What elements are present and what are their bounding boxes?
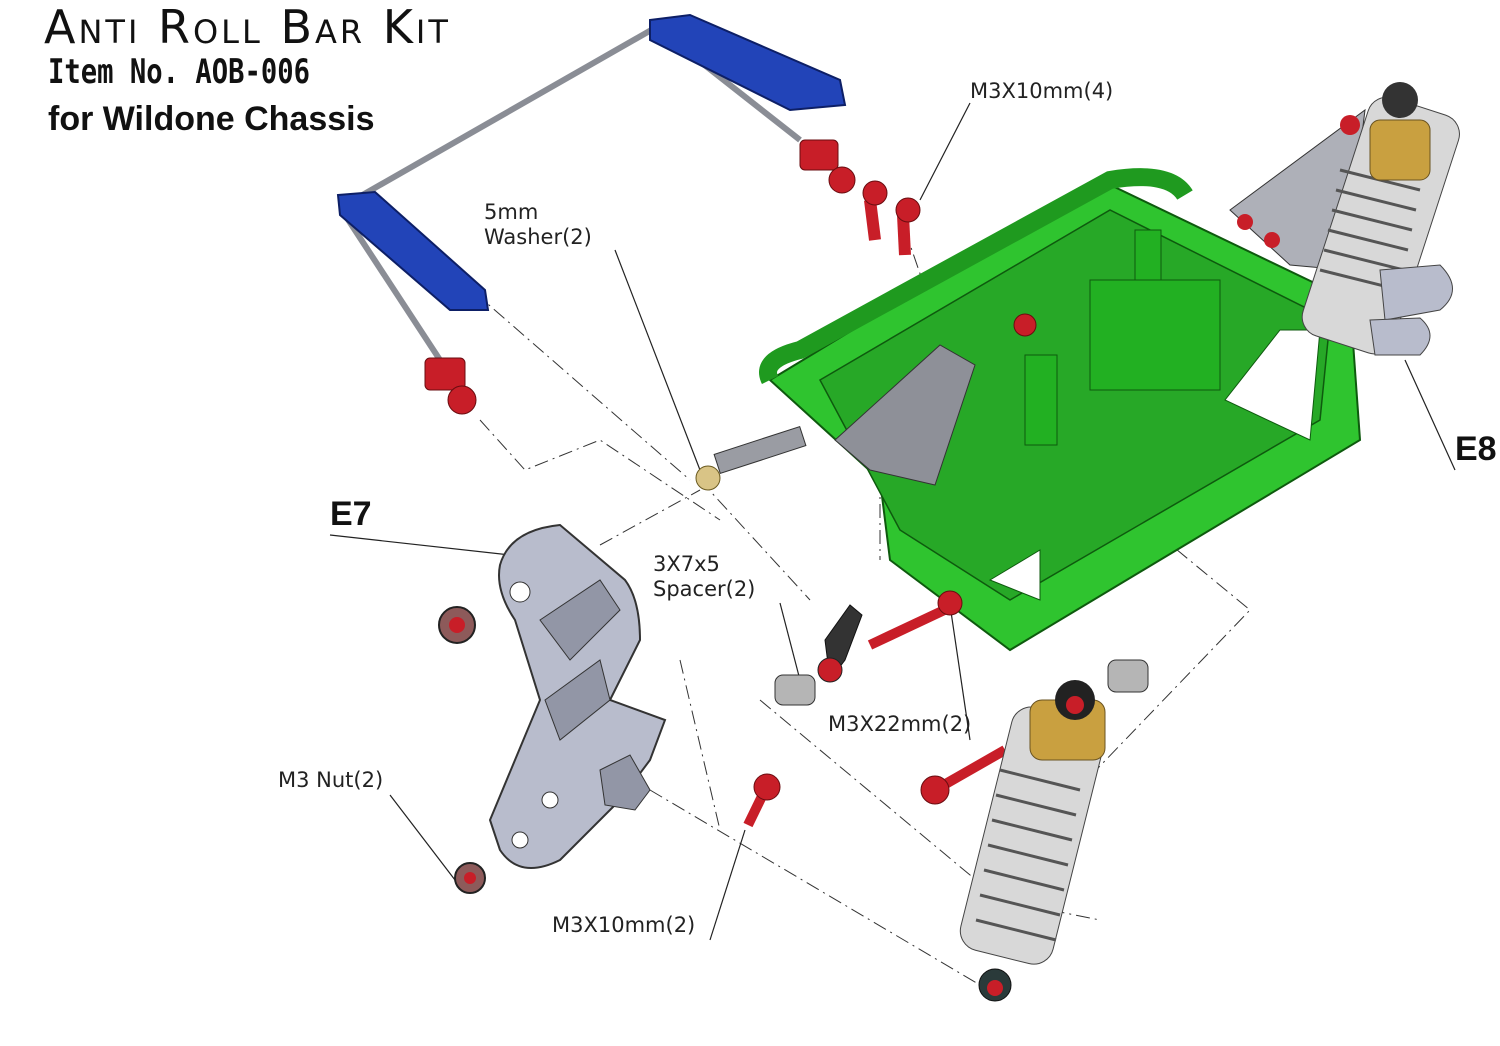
spacer-size: 3X7x5 bbox=[653, 552, 720, 576]
washer-size: 5mm bbox=[484, 200, 539, 224]
shock-absorber-top bbox=[1229, 82, 1460, 356]
m3x10-screw-a bbox=[864, 199, 881, 241]
spacer-left bbox=[774, 674, 816, 706]
anti-roll-bar bbox=[336, 13, 856, 415]
label-leaders bbox=[329, 102, 1456, 941]
ball-link-left bbox=[424, 357, 466, 391]
m3x22-screw-top bbox=[867, 600, 958, 650]
e8-label: E8 bbox=[1455, 430, 1497, 468]
washer-label: 5mm Washer(2) bbox=[484, 200, 592, 250]
spacer-qty: Spacer(2) bbox=[653, 577, 756, 601]
chassis-compatibility: for Wildone Chassis bbox=[48, 100, 375, 138]
blue-arm-right bbox=[649, 13, 847, 112]
shock-absorber-bottom bbox=[959, 680, 1106, 1002]
m3-nut-label: M3 Nut(2) bbox=[278, 768, 384, 792]
kit-title: Anti Roll Bar Kit bbox=[44, 0, 451, 54]
bracket-e7 bbox=[488, 523, 667, 869]
spacer-right bbox=[1107, 659, 1149, 693]
item-number: Item No. AOB-006 bbox=[48, 52, 311, 92]
green-chassis-e8 bbox=[695, 168, 1362, 652]
hardware-parts bbox=[438, 180, 1149, 894]
m3x10-screw-b bbox=[897, 214, 911, 256]
e7-label: E7 bbox=[330, 495, 372, 533]
spacer-label: 3X7x5 Spacer(2) bbox=[653, 552, 755, 602]
m3x22-label: M3X22mm(2) bbox=[828, 712, 972, 736]
m3x10-bottom-label: M3X10mm(2) bbox=[552, 913, 696, 937]
m3x10-top-label: M3X10mm(4) bbox=[970, 79, 1114, 103]
washer-qty: Washer(2) bbox=[484, 225, 592, 249]
ball-link-right bbox=[799, 139, 839, 171]
blue-arm-left bbox=[336, 190, 490, 311]
